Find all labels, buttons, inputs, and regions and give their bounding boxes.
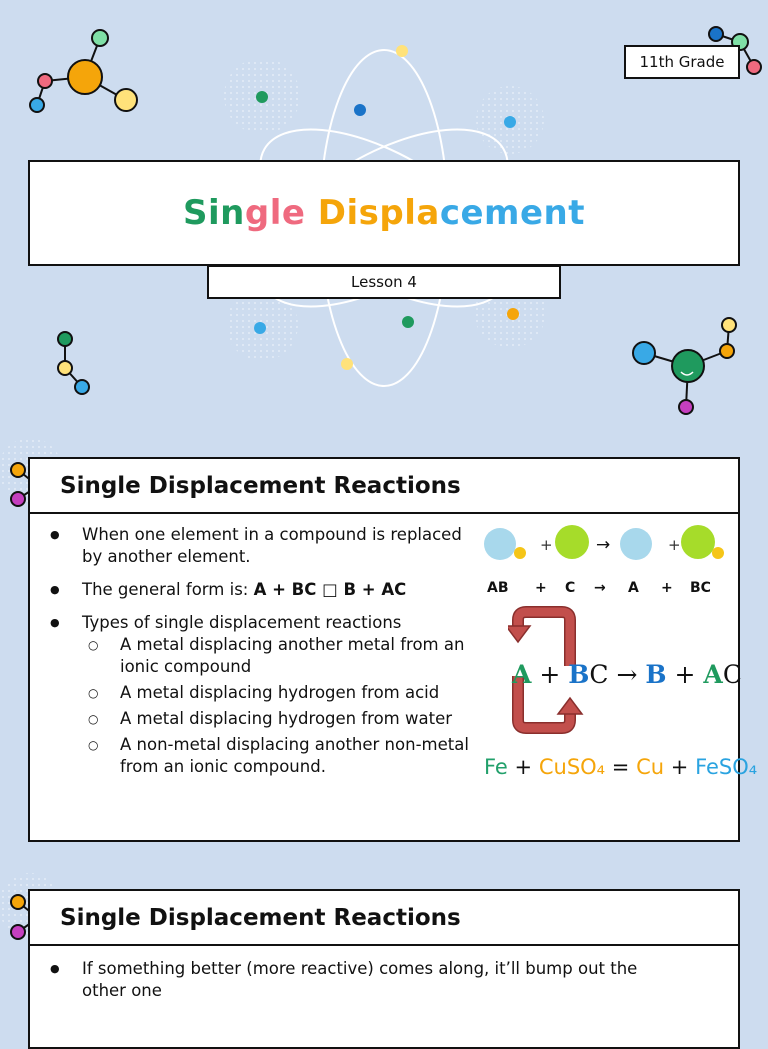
eq-operator: =	[611, 755, 630, 779]
eq-term: B	[568, 660, 590, 689]
eq-term: B	[645, 660, 667, 689]
sub-list-item: A non-metal displacing another non-metal…	[82, 734, 470, 778]
diagram-label: +	[535, 580, 547, 596]
eq-term: Cu	[636, 755, 665, 779]
title-segment: Displa	[317, 193, 440, 233]
list-item-text: Types of single displacement reactions	[82, 613, 402, 632]
molecule-icon	[708, 26, 762, 75]
title-segment: cement	[439, 193, 585, 233]
title-segment: gle	[244, 193, 306, 233]
page-title: Single Displacement	[183, 193, 585, 233]
molecule-b-icon	[514, 547, 526, 559]
card-heading: Single Displacement Reactions	[30, 891, 738, 946]
reaction-diagram: + → + AB + C → A + BC	[484, 525, 724, 596]
lesson-badge: Lesson 4	[207, 265, 561, 299]
eq-term: C	[722, 660, 742, 689]
molecule-b-icon	[712, 547, 724, 559]
eq-operator: +	[539, 660, 561, 689]
molecule-c-icon	[681, 525, 715, 559]
molecule-icon	[632, 317, 737, 415]
equation-example: Fe + CuSO₄ = Cu + FeSO₄	[484, 755, 757, 779]
diagram-operator: +	[540, 536, 553, 554]
diagram-label: →	[594, 580, 606, 596]
molecule-a-icon	[484, 528, 516, 560]
grade-badge: 11th Grade	[624, 45, 740, 79]
molecule-c-icon	[555, 525, 589, 559]
molecule-a-icon	[620, 528, 652, 560]
diagram-label: AB	[487, 580, 509, 596]
bullet-list: When one element in a compound is replac…	[30, 524, 470, 778]
molecule-icon	[57, 331, 90, 395]
diagram-label: BC	[690, 580, 711, 596]
content-card-2: Single Displacement Reactions If somethi…	[28, 889, 740, 1049]
molecule-icon	[29, 29, 138, 113]
eq-term: Fe	[484, 755, 508, 779]
eq-operator: +	[674, 660, 696, 689]
diagram-label: A	[628, 580, 639, 596]
eq-term: A	[512, 660, 532, 689]
equation-general: A + BC → B + AC	[512, 660, 742, 689]
sub-list-item: A metal displacing another metal from an…	[82, 634, 470, 678]
title-box: Single Displacement	[28, 160, 740, 266]
eq-term: FeSO₄	[695, 755, 758, 779]
title-segment: Sin	[183, 193, 245, 233]
list-item: When one element in a compound is replac…	[30, 524, 470, 568]
list-item: If something better (more reactive) come…	[30, 958, 670, 1002]
sub-list: A metal displacing another metal from an…	[82, 634, 470, 778]
diagram-label: +	[661, 580, 673, 596]
content-card-1: Single Displacement Reactions When one e…	[28, 457, 757, 842]
general-form-equation: A + BC □ B + AC	[253, 580, 407, 599]
list-item-text: When one element in a compound is replac…	[82, 525, 462, 566]
list-item-text: The general form is:	[82, 580, 254, 599]
eq-operator: +	[514, 755, 533, 779]
eq-operator: +	[670, 755, 689, 779]
diagram-operator: +	[668, 536, 681, 554]
swap-arrows-icon	[508, 606, 584, 734]
diagram-operator: →	[596, 535, 610, 555]
bullet-list: If something better (more reactive) come…	[30, 958, 670, 1002]
eq-term: A	[703, 660, 723, 689]
eq-term: CuSO₄	[538, 755, 606, 779]
diagram-label: C	[565, 580, 575, 596]
sub-list-item: A metal displacing hydrogen from acid	[82, 682, 470, 704]
list-item: Types of single displacement reactions A…	[30, 612, 470, 778]
eq-term: C	[589, 660, 609, 689]
eq-operator: →	[616, 660, 638, 689]
lesson-label: Lesson 4	[351, 273, 417, 291]
card-heading: Single Displacement Reactions	[30, 459, 738, 514]
list-item: The general form is: A + BC □ B + AC	[30, 579, 470, 601]
sub-list-item: A metal displacing hydrogen from water	[82, 708, 470, 730]
title-segment	[305, 193, 317, 233]
grade-label: 11th Grade	[639, 53, 725, 71]
